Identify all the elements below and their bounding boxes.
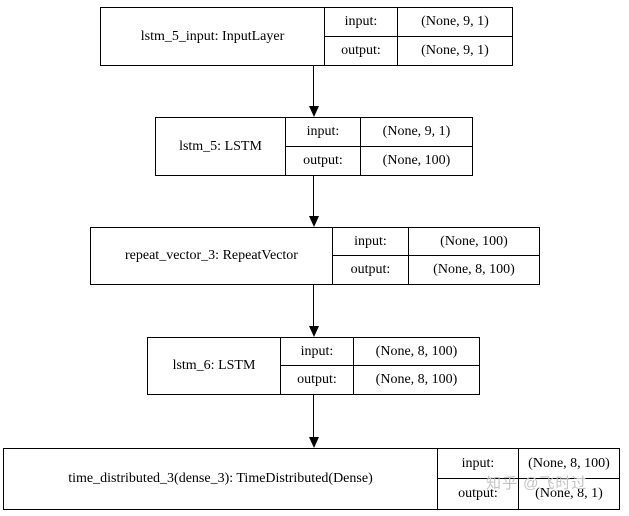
arrow-shaft <box>313 66 314 107</box>
input-label: input: <box>438 449 519 479</box>
output-label: output: <box>325 36 398 65</box>
arrowhead-down-icon <box>309 216 319 227</box>
output-shape: (None, 100) <box>382 152 451 168</box>
output-shape: (None, 8, 1) <box>535 486 603 501</box>
layer-name: lstm_6: LSTM <box>148 338 281 394</box>
layer-node-time-distributed-3: time_distributed_3(dense_3): TimeDistrib… <box>3 448 620 510</box>
output-label: output: <box>333 256 409 284</box>
layer-name: lstm_5_input: InputLayer <box>101 8 325 65</box>
input-shape: (None, 100) <box>409 228 539 256</box>
input-label: input: <box>333 228 409 256</box>
arrowhead-down-icon <box>309 106 319 117</box>
layer-name: time_distributed_3(dense_3): TimeDistrib… <box>4 449 438 509</box>
input-shape: (None, 8, 100) <box>519 449 619 479</box>
layer-node-lstm-6: lstm_6: LSTM input: (None, 8, 100) outpu… <box>147 337 480 395</box>
arrow-shaft <box>313 395 314 438</box>
output-label: output: <box>438 479 519 509</box>
layer-node-lstm-5: lstm_5: LSTM input: (None, 9, 1) output:… <box>155 117 473 176</box>
arrow-shaft <box>313 176 314 217</box>
arrowhead-down-icon <box>309 326 319 337</box>
arrow-connector-1 <box>309 66 319 117</box>
zhihu-watermark: 知乎 @飞时过 <box>486 475 588 492</box>
arrow-connector-2 <box>309 176 319 227</box>
input-shape: (None, 9, 1) <box>361 118 472 147</box>
output-label: output: <box>281 366 354 394</box>
input-shape: (None, 8, 100) <box>354 338 479 366</box>
layer-name: repeat_vector_3: RepeatVector <box>91 228 333 284</box>
output-label: output: <box>286 146 361 175</box>
layer-node-repeat-vector-3: repeat_vector_3: RepeatVector input: (No… <box>90 227 540 285</box>
output-shape: (None, 8, 100) <box>375 372 458 387</box>
input-label: input: <box>286 118 361 147</box>
arrowhead-down-icon <box>309 437 319 448</box>
layer-node-lstm-5-input: lstm_5_input: InputLayer input: (None, 9… <box>100 7 513 66</box>
output-shape: (None, 9, 1) <box>421 42 489 58</box>
input-shape: (None, 9, 1) <box>398 8 512 37</box>
arrow-shaft <box>313 285 314 327</box>
arrow-connector-4 <box>309 395 319 448</box>
input-label: input: <box>281 338 354 366</box>
input-label: input: <box>325 8 398 37</box>
arrow-connector-3 <box>309 285 319 337</box>
layer-name: lstm_5: LSTM <box>156 118 286 175</box>
output-shape: (None, 8, 100) <box>433 262 515 277</box>
